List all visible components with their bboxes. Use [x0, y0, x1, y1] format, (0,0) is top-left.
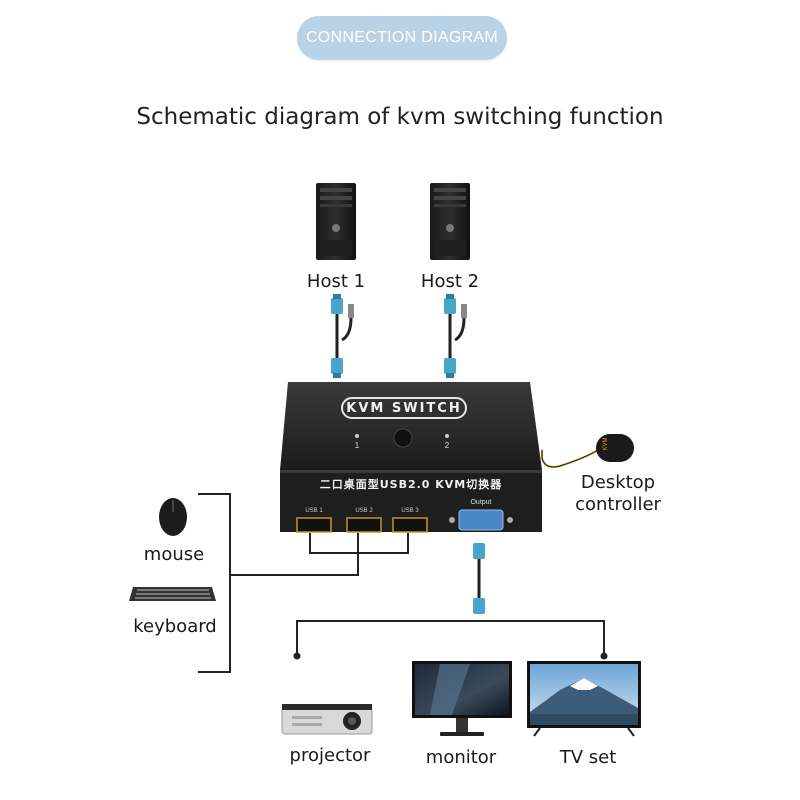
controller-brand-label: KVM — [603, 437, 609, 451]
keyboard-label: keyboard — [133, 616, 217, 637]
projector-label: projector — [289, 745, 371, 766]
usb-port-1-label: USB 1 — [305, 508, 323, 514]
host-1-cable-icon — [331, 294, 354, 378]
kvm-model-text: 二口桌面型USB2.0 KVM切换器 — [319, 478, 503, 491]
desktop-controller-label-line2: controller — [575, 494, 661, 515]
display-connection-lines — [296, 620, 605, 656]
mouse-label: mouse — [143, 544, 205, 565]
mouse-icon — [159, 498, 187, 536]
monitor-icon — [412, 661, 512, 736]
desktop-controller-label: Desktop controller — [560, 472, 676, 516]
connection-diagram-badge: CONNECTION DIAGRAM — [297, 16, 507, 60]
projector-icon — [281, 704, 373, 735]
usb-port-2-label: USB 2 — [355, 508, 373, 514]
peripheral-connection-lines — [198, 493, 409, 673]
usb-port-3-label: USB 3 — [401, 508, 419, 514]
kvm-name-label: KVM SWITCH — [346, 400, 462, 416]
tv-set-label: TV set — [559, 747, 617, 768]
tv-set-icon — [527, 661, 641, 737]
kvm-switch-device — [280, 382, 542, 533]
host-2-label: Host 2 — [420, 271, 480, 292]
kvm-port-1-label: 1 — [354, 441, 360, 450]
desktop-controller-icon — [541, 434, 634, 468]
page-title: Schematic diagram of kvm switching funct… — [136, 104, 664, 130]
kvm-port-2-label: 2 — [444, 441, 450, 450]
host-2-cable-icon — [444, 294, 467, 378]
host-1-label: Host 1 — [306, 271, 366, 292]
keyboard-icon — [129, 587, 216, 601]
host-2-computer-icon — [430, 183, 470, 260]
monitor-label: monitor — [425, 747, 497, 768]
output-port-label: Output — [470, 499, 492, 506]
desktop-controller-label-line1: Desktop — [580, 472, 656, 493]
output-cable-icon — [473, 543, 485, 614]
host-1-computer-icon — [316, 183, 356, 260]
